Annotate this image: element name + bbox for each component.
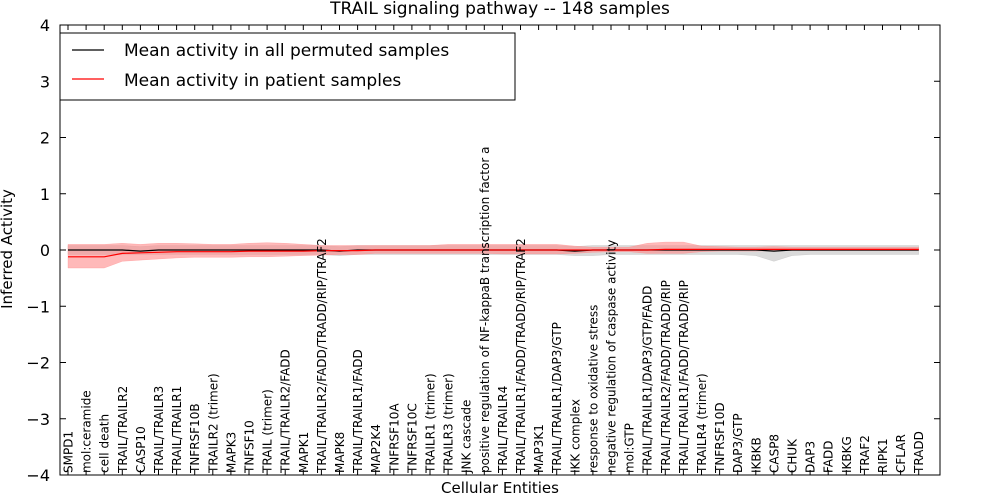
x-tick-label: DAP3/GTP — [731, 413, 745, 473]
x-tick-label: response to oxidative stress — [586, 305, 600, 473]
x-tick-label: TNFSF10 — [243, 420, 257, 474]
line-series-1 — [68, 248, 919, 258]
x-tick-label: TRAIL/TRAILR4 — [496, 386, 510, 474]
x-tick-label: MAPK3 — [224, 432, 238, 473]
x-tick-label: JNK cascade — [460, 400, 474, 474]
x-tick-label: TNFRSF10B — [188, 403, 202, 474]
x-tick-label: negative regulation of caspase activity — [605, 240, 619, 473]
x-tick-label: TRAIL/TRAILR1/FADD/TRADD/RIP — [677, 280, 691, 474]
x-tick-label: TRAIL/TRAILR2 — [116, 386, 130, 474]
x-tick-label: CFLAR — [894, 434, 908, 473]
x-tick-label: CHUK — [786, 438, 800, 473]
x-tick-label: TRAILR3 (trimer) — [442, 373, 456, 474]
y-tick-label: 4 — [40, 16, 50, 35]
x-tick-label: MAPK1 — [297, 432, 311, 473]
chart-title: TRAIL signaling pathway -- 148 samples — [329, 0, 670, 19]
x-tick-label: TRAIL/TRAILR1/DAP3/GTP/FADD — [641, 286, 655, 474]
x-tick-label: CASP8 — [767, 434, 781, 473]
confidence-bands — [67, 241, 919, 269]
y-tick-label: −3 — [26, 410, 50, 429]
x-tick-label: MAP3K1 — [532, 424, 546, 473]
legend-label-patient: Mean activity in patient samples — [124, 71, 401, 91]
x-tick-label: TNFRSF10A — [387, 403, 401, 474]
x-tick-label: TRAILR2 (trimer) — [206, 373, 220, 474]
x-tick-label: TRAIL/TRAILR1 — [170, 386, 184, 474]
y-tick-label: 2 — [40, 129, 50, 148]
x-tick-label: TRAIL/TRAILR1/FADD — [351, 349, 365, 474]
y-tick-label: −2 — [26, 354, 50, 373]
x-tick-label: mol:GTP — [623, 423, 637, 473]
plot-frame — [59, 24, 941, 476]
x-tick-label: IKBKG — [840, 436, 854, 473]
x-tick-label: IKK complex — [568, 399, 582, 473]
legend-frame — [59, 32, 516, 101]
x-tick-label: MAPK8 — [333, 432, 347, 473]
x-axis-label: Cellular Entities — [441, 479, 559, 497]
axis-ticks: −4 −3 −2 −1 0 1 2 3 4 — [26, 16, 940, 485]
x-tick-label: positive regulation of NF-kappaB transcr… — [478, 147, 492, 473]
series-lines — [68, 248, 919, 258]
x-tick-label: TNFRSF10C — [405, 403, 419, 474]
x-tick-label: TRAIL/TRAILR3 — [152, 386, 166, 474]
x-tick-label: TRAIL/TRAILR2/FADD/TRADD/RIP/TRAF2 — [315, 238, 329, 474]
legend: Mean activity in all permuted samples Me… — [59, 32, 516, 101]
x-tick-label: TRAIL/TRAILR1/DAP3/GTP — [550, 322, 564, 474]
x-tick-label: FADD — [822, 441, 836, 474]
x-tick-label: TRAF2 — [858, 435, 872, 474]
x-tick-label: DAP3 — [804, 441, 818, 473]
y-tick-label: 1 — [40, 185, 50, 204]
x-tick-label: SMPD1 — [62, 431, 76, 473]
x-tick-labels: SMPD1 mol:ceramide cell death TRAIL/TRAILR2… — [62, 147, 927, 474]
x-tick-label: RIPK1 — [876, 438, 890, 473]
x-tick-label: TRAIL (trimer) — [261, 389, 275, 474]
x-tick-label: TNFRSF10D — [713, 402, 727, 474]
x-tick-label: TRAIL/TRAILR2/FADD — [279, 349, 293, 474]
y-tick-label: 0 — [40, 241, 50, 260]
x-tick-label: mol:ceramide — [80, 390, 94, 473]
y-tick-label: −1 — [26, 297, 50, 316]
y-tick-label: 3 — [40, 72, 50, 91]
x-tick-label: CASP10 — [134, 426, 148, 473]
y-axis-label: Inferred Activity — [0, 189, 16, 309]
x-tick-label: TRAILR1 (trimer) — [424, 373, 438, 474]
x-tick-label: MAP2K4 — [369, 424, 383, 473]
x-tick-label: TRAIL/TRAILR2/FADD/TRADD/RIP — [659, 280, 673, 474]
legend-label-permuted: Mean activity in all permuted samples — [124, 41, 449, 61]
y-tick-label: −4 — [26, 466, 50, 485]
x-tick-label: TRAIL/TRAILR1/FADD/TRADD/RIP/TRAF2 — [514, 238, 528, 474]
x-tick-label: IKBKB — [749, 437, 763, 473]
x-tick-label: TRADD — [912, 431, 926, 474]
x-tick-label: TRAILR4 (trimer) — [695, 373, 709, 474]
x-tick-label: cell death — [98, 414, 112, 473]
